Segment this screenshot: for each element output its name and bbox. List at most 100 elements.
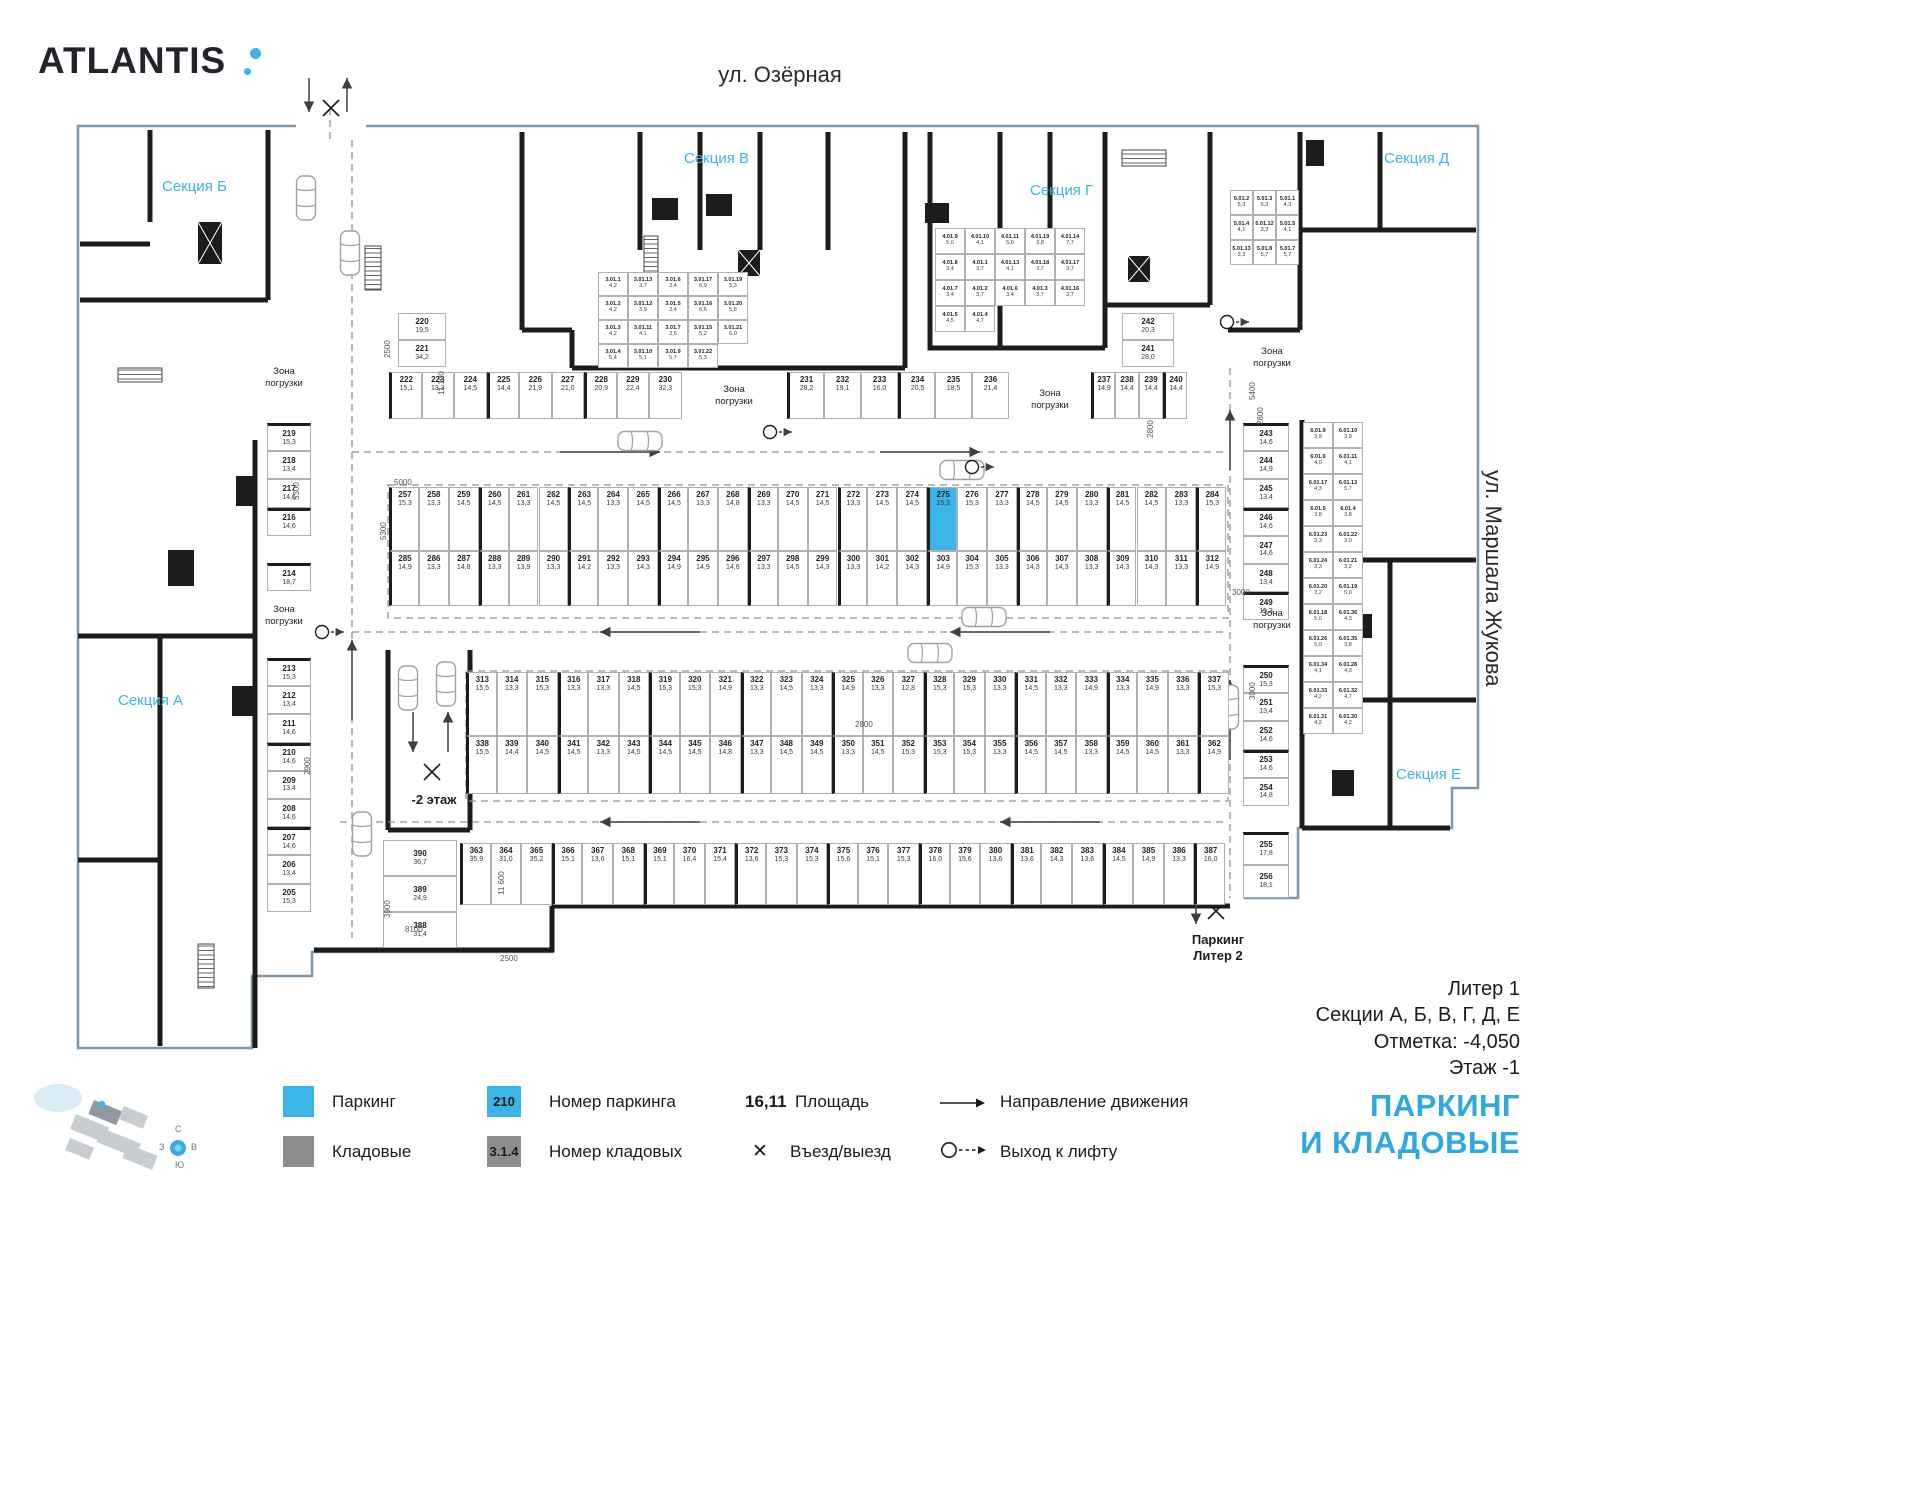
parking-space-333[interactable]: 33314,9 [1076,672,1107,736]
parking-space-304[interactable]: 30415,3 [957,551,987,606]
storage-room-4.01.1[interactable]: 4.01.13,7 [965,254,995,280]
parking-space-293[interactable]: 29314,3 [628,551,659,606]
storage-room-3.01.6[interactable]: 3.01.63,4 [658,272,688,296]
parking-space-303[interactable]: 30314,9 [927,551,958,606]
parking-space-259[interactable]: 25914,5 [448,487,479,551]
parking-space-381[interactable]: 38113,6 [1010,843,1042,905]
parking-space-327[interactable]: 32712,8 [893,672,924,736]
parking-space-306[interactable]: 30614,3 [1016,551,1047,606]
parking-space-370[interactable]: 37016,4 [674,843,705,905]
parking-space-290[interactable]: 29013,3 [538,551,569,606]
parking-space-355[interactable]: 35513,3 [984,736,1015,794]
parking-space-316[interactable]: 31613,3 [557,672,588,736]
storage-room-4.01.5[interactable]: 4.01.54,5 [935,306,965,332]
storage-room-5.01.8[interactable]: 5.01.85,7 [1253,240,1276,265]
parking-space-267[interactable]: 26713,3 [688,487,718,551]
parking-space-307[interactable]: 30714,3 [1046,551,1077,606]
parking-space-365[interactable]: 36535,2 [521,843,552,905]
parking-space-322[interactable]: 32213,3 [740,672,771,736]
parking-space-243[interactable]: 24314,6 [1243,423,1289,452]
storage-room-6.01.31[interactable]: 6.01.314,2 [1303,708,1333,734]
storage-room-4.01.19[interactable]: 4.01.193,8 [1025,228,1055,254]
parking-space-258[interactable]: 25813,3 [418,487,449,551]
storage-room-4.01.6[interactable]: 4.01.63,4 [995,280,1025,306]
parking-space-341[interactable]: 34114,5 [557,736,588,794]
storage-room-4.01.11[interactable]: 4.01.115,0 [995,228,1025,254]
parking-space-361[interactable]: 36113,3 [1167,736,1198,794]
storage-room-4.01.4[interactable]: 4.01.44,7 [965,306,995,332]
parking-space-324[interactable]: 32413,3 [801,672,832,736]
parking-space-296[interactable]: 29614,6 [717,551,748,606]
storage-room-6.01.13[interactable]: 6.01.135,7 [1333,474,1363,500]
parking-space-283[interactable]: 28313,3 [1166,487,1197,551]
parking-space-301[interactable]: 30114,2 [867,551,898,606]
storage-room-3.01.22[interactable]: 3.01.225,3 [688,344,718,368]
storage-room-6.01.34[interactable]: 6.01.344,1 [1303,656,1333,682]
parking-space-208[interactable]: 20814,6 [267,799,311,828]
parking-space-312[interactable]: 31214,9 [1196,551,1227,606]
parking-space-217[interactable]: 21714,6 [267,479,311,508]
storage-room-3.01.4[interactable]: 3.01.45,4 [598,344,628,368]
parking-space-337[interactable]: 33715,3 [1198,672,1229,736]
parking-space-339[interactable]: 33914,4 [496,736,527,794]
parking-space-206[interactable]: 20613,4 [267,855,311,884]
parking-space-265[interactable]: 26514,5 [628,487,659,551]
storage-room-4.01.8[interactable]: 4.01.83,4 [935,254,965,280]
parking-space-311[interactable]: 31113,3 [1166,551,1197,606]
storage-room-6.01.21[interactable]: 6.01.213,2 [1333,552,1363,578]
parking-space-379[interactable]: 37915,6 [949,843,981,905]
parking-space-330[interactable]: 33013,3 [984,672,1015,736]
parking-space-291[interactable]: 29114,2 [568,551,599,606]
parking-space-317[interactable]: 31713,3 [588,672,619,736]
storage-room-5.01.7[interactable]: 5.01.75,7 [1276,240,1299,265]
parking-space-369[interactable]: 36915,1 [643,843,675,905]
parking-space-289[interactable]: 28913,9 [508,551,539,606]
parking-space-213[interactable]: 21315,3 [267,658,311,687]
parking-space-241[interactable]: 24128,0 [1122,340,1174,367]
parking-space-220[interactable]: 22019,5 [398,313,446,340]
parking-space-234[interactable]: 23420,5 [898,372,935,419]
storage-room-4.01.14[interactable]: 4.01.147,7 [1055,228,1085,254]
storage-room-6.01.10[interactable]: 6.01.103,9 [1333,422,1363,448]
parking-space-376[interactable]: 37615,1 [857,843,889,905]
parking-space-318[interactable]: 31814,5 [618,672,649,736]
storage-room-6.01.26[interactable]: 6.01.265,0 [1303,630,1333,656]
parking-space-286[interactable]: 28613,3 [418,551,449,606]
parking-space-287[interactable]: 28714,8 [448,551,479,606]
storage-room-6.01.36[interactable]: 6.01.364,3 [1333,604,1363,630]
parking-space-253[interactable]: 25314,6 [1243,749,1289,778]
parking-space-390[interactable]: 39036,7 [383,840,457,876]
storage-room-6.01.9[interactable]: 6.01.93,9 [1303,422,1333,448]
parking-space-212[interactable]: 21213,4 [267,686,311,715]
storage-room-6.01.23[interactable]: 6.01.233,3 [1303,526,1333,552]
parking-space-340[interactable]: 34014,5 [527,736,558,794]
parking-space-300[interactable]: 30013,3 [837,551,868,606]
parking-space-349[interactable]: 34914,5 [801,736,832,794]
parking-space-320[interactable]: 32015,3 [679,672,710,736]
parking-space-360[interactable]: 36014,5 [1137,736,1168,794]
parking-space-235[interactable]: 23518,5 [935,372,972,419]
parking-space-334[interactable]: 33413,3 [1106,672,1137,736]
storage-room-3.01.5[interactable]: 3.01.53,4 [658,296,688,320]
storage-room-5.01.4[interactable]: 5.01.44,1 [1230,215,1253,240]
parking-space-246[interactable]: 24614,6 [1243,507,1289,536]
parking-space-285[interactable]: 28514,9 [389,551,419,606]
storage-room-3.01.2[interactable]: 3.01.24,2 [598,296,628,320]
parking-space-354[interactable]: 35415,3 [954,736,985,794]
parking-space-331[interactable]: 33114,5 [1015,672,1046,736]
parking-space-277[interactable]: 27713,3 [987,487,1017,551]
parking-space-373[interactable]: 37315,3 [766,843,797,905]
storage-room-5.01.3[interactable]: 5.01.35,3 [1253,190,1276,215]
storage-room-6.01.28[interactable]: 6.01.284,3 [1333,656,1363,682]
parking-space-227[interactable]: 22721,0 [551,372,584,419]
parking-space-384[interactable]: 38414,5 [1102,843,1134,905]
parking-space-368[interactable]: 36815,1 [613,843,644,905]
parking-space-366[interactable]: 36615,1 [551,843,583,905]
parking-space-260[interactable]: 26014,5 [478,487,509,551]
parking-space-313[interactable]: 31315,5 [466,672,497,736]
parking-space-302[interactable]: 30214,3 [897,551,928,606]
parking-space-362[interactable]: 36214,9 [1198,736,1229,794]
parking-space-350[interactable]: 35013,3 [832,736,863,794]
parking-space-377[interactable]: 37715,3 [888,843,919,905]
parking-space-358[interactable]: 35813,3 [1076,736,1107,794]
